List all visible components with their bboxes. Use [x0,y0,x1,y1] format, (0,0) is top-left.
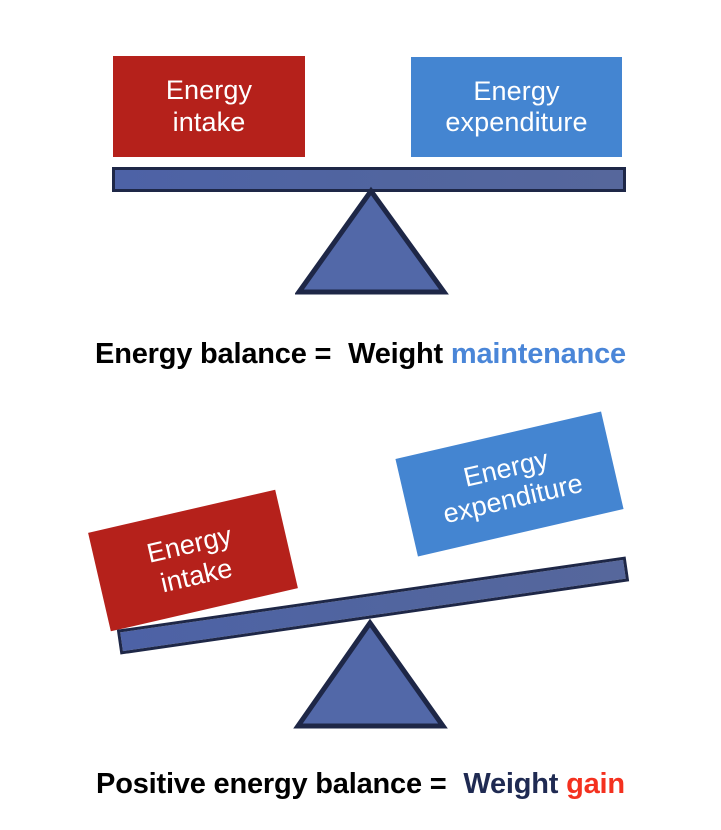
caption-positive-part3: gain [566,768,625,800]
energy-intake-box-balanced: Energy intake [113,56,305,157]
caption-positive-part2: Weight [463,768,567,800]
energy-expenditure-box-balanced: Energy expenditure [411,57,622,157]
caption-balanced-part1: Energy balance = [95,338,340,370]
fulcrum-svg [294,186,449,295]
energy-expenditure-line2: expenditure [445,107,588,137]
fulcrum-triangle-balanced [294,186,450,298]
caption-balanced: Energy balance = Weight maintenance [0,338,721,371]
fulcrum-svg [293,618,448,729]
caption-positive: Positive energy balance = Weight gain [0,768,721,801]
caption-balanced-part2: Weight [348,338,451,370]
caption-balanced-part3: maintenance [450,338,626,370]
fulcrum-triangle-positive [293,618,448,733]
energy-intake-line1: Energy [165,75,253,106]
energy-expenditure-line1: Energy [473,75,560,106]
energy-intake-line2: intake [172,106,246,137]
caption-positive-part1: Positive energy balance = [96,768,455,800]
energy-expenditure-box-positive: Energy expenditure [395,411,624,557]
